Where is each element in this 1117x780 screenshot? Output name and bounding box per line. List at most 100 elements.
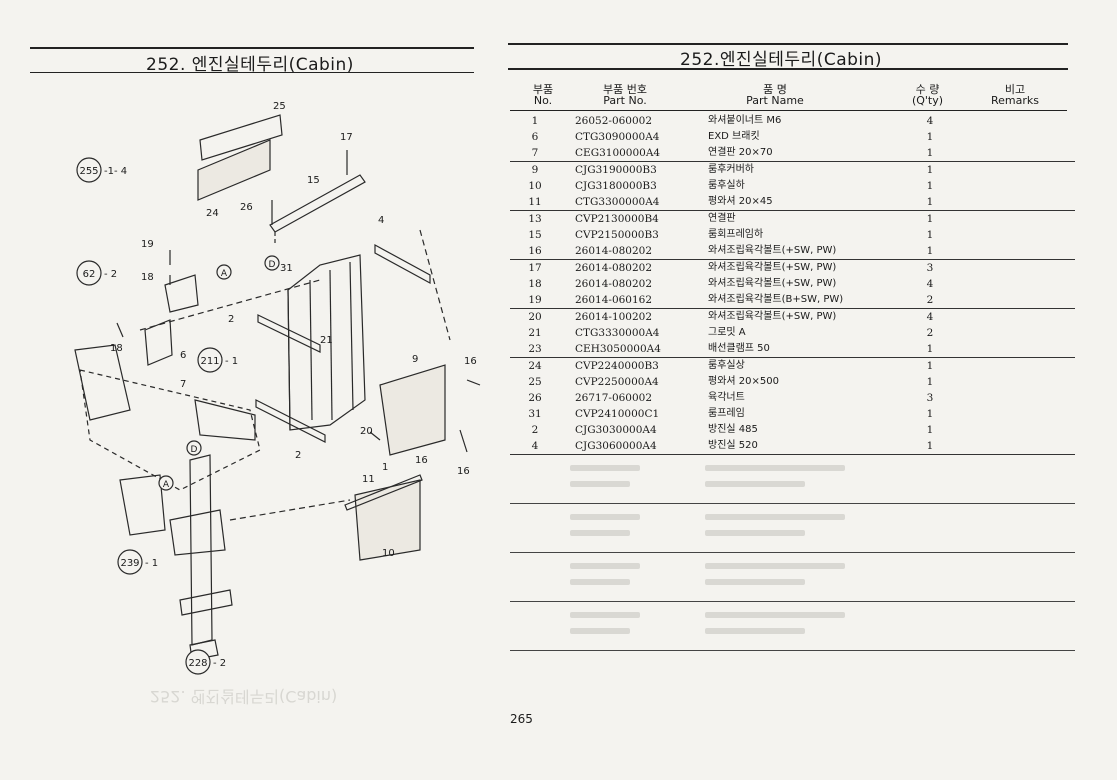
part-label-9: 9 <box>412 354 418 365</box>
part-name: 방진실 485 <box>708 424 758 435</box>
part-label-1: 1 <box>382 462 388 473</box>
faded-line <box>705 465 845 471</box>
faded-line <box>705 563 845 569</box>
part-name: 와셔조립육각볼트(B+SW, PW) <box>708 294 844 305</box>
page-title-left: 252. 엔진실테두리(Cabin) <box>146 55 354 75</box>
part-label-20: 20 <box>360 426 373 437</box>
table-row: 15 CVP2150000B3 룸회프레임하 1 <box>510 227 1075 243</box>
part-code: 26014-080202 <box>575 245 653 257</box>
page-number: 265 <box>510 712 533 726</box>
part-quantity: 1 <box>926 229 934 241</box>
part-quantity: 1 <box>926 213 934 225</box>
part-label-6: 6 <box>180 350 186 361</box>
header-part-name: 품 명 Part Name <box>746 83 804 107</box>
part-quantity: 1 <box>926 376 934 388</box>
part-number-index: 13 <box>528 213 542 225</box>
part-number-index: 16 <box>528 245 542 257</box>
title-rule-bottom <box>30 72 474 73</box>
faded-line <box>705 481 805 487</box>
header-part-no: 부품 번호 Part No. <box>603 83 647 107</box>
part-code: CVP2130000B4 <box>575 213 659 225</box>
part-label-4: 4 <box>378 215 384 226</box>
callout-239-suffix: - 1 <box>145 558 158 569</box>
part-name: 연결판 <box>708 213 736 224</box>
faded-line <box>570 481 630 487</box>
part-code: CJG3180000B3 <box>575 180 657 192</box>
part-label-16-mid: 16 <box>415 455 428 466</box>
part-name: 와셔붙이너트 M6 <box>708 115 782 126</box>
part-number-index: 17 <box>528 262 542 274</box>
faded-line <box>570 612 640 618</box>
title-rule-bottom-right <box>508 68 1068 70</box>
part-label-21: 21 <box>320 335 333 346</box>
part-number-index: 4 <box>531 440 539 452</box>
part-number-index: 15 <box>528 229 542 241</box>
part-quantity: 1 <box>926 180 934 192</box>
callout-circle-211 <box>197 347 223 373</box>
part-number-index: 26 <box>528 392 542 404</box>
part-name: 와셔조립육각볼트(+SW, PW) <box>708 278 837 289</box>
faded-line <box>705 628 805 634</box>
part-name: 와셔조립육각볼트(+SW, PW) <box>708 311 837 322</box>
empty-table-block <box>510 602 1075 651</box>
part-label-26: 26 <box>240 202 253 213</box>
part-quantity: 1 <box>926 147 934 159</box>
title-rule-top-right <box>508 43 1068 45</box>
callout-circle-62 <box>76 260 102 286</box>
faded-line <box>705 530 805 536</box>
part-code: CVP2150000B3 <box>575 229 659 241</box>
part-quantity: 1 <box>926 245 934 257</box>
callout-228-suffix: - 2 <box>213 658 226 669</box>
empty-table-block <box>510 455 1075 504</box>
part-name: EXD 브래킷 <box>708 131 760 142</box>
table-row: 13 CVP2130000B4 연결판 1 <box>510 211 1075 227</box>
part-number-index: 1 <box>531 115 539 127</box>
callout-239: 239 <box>120 558 139 569</box>
part-number-index: 20 <box>528 311 542 323</box>
part-name: 룸회프레임하 <box>708 229 764 240</box>
callout-circle-255 <box>76 157 102 183</box>
part-number-index: 31 <box>528 408 542 420</box>
part-quantity: 1 <box>926 360 934 372</box>
faded-line <box>570 579 630 585</box>
part-number-index: 19 <box>528 294 542 306</box>
part-name: 연결판 20×70 <box>708 147 773 158</box>
header-remarks: 비고 Remarks <box>991 83 1039 107</box>
part-name: 룸후커버하 <box>708 164 754 175</box>
part-quantity: 1 <box>926 408 934 420</box>
part-label-11: 11 <box>362 474 375 485</box>
part-number-index: 9 <box>531 164 539 176</box>
part-label-31: 31 <box>280 263 293 274</box>
part-name: 육각너트 <box>708 392 745 403</box>
part-code: CTG3090000A4 <box>575 131 660 143</box>
ref-circle-a-upper <box>216 264 232 280</box>
callout-211-suffix: - 1 <box>225 356 238 367</box>
part-label-25: 25 <box>273 101 286 112</box>
parts-exploded-diagram: 255 -1- 4 62 - 2 211 - 1 239 - 1 228 - 2… <box>74 101 481 675</box>
page-title-right: 252.엔진실테두리(Cabin) <box>680 50 883 70</box>
part-label-17: 17 <box>340 132 353 143</box>
part-number-index: 23 <box>528 343 542 355</box>
part-quantity: 2 <box>926 327 934 339</box>
part-code: CEG3100000A4 <box>575 147 661 159</box>
part-label-18-upper: 18 <box>141 272 154 283</box>
part-name: 룸후실하 <box>708 180 745 191</box>
part-name: 룸후실상 <box>708 360 745 371</box>
part-code: CVP2410000C1 <box>575 408 660 420</box>
faded-line <box>570 563 640 569</box>
part-code: 26014-080202 <box>575 262 653 274</box>
part-number-index: 18 <box>528 278 542 290</box>
part-code: CTG3300000A4 <box>575 196 660 208</box>
part-quantity: 1 <box>926 131 934 143</box>
